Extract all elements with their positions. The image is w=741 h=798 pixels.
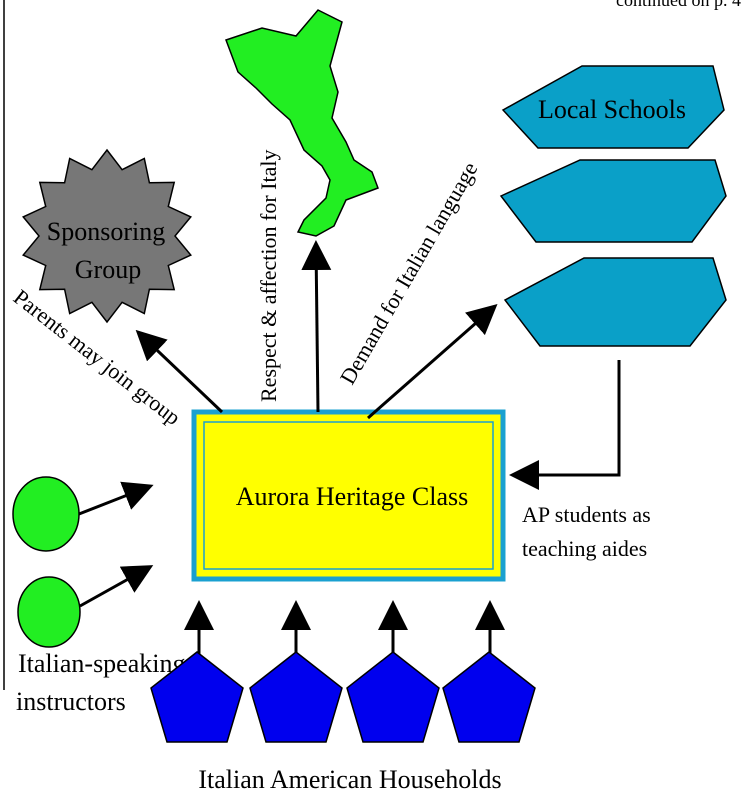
local-school-1 <box>501 65 725 149</box>
arrow-to-local-schools <box>367 304 498 420</box>
label-ap-students-2: teaching aides <box>522 536 647 561</box>
label-respect-affection-italy: Respect & affection for Italy <box>256 150 281 403</box>
center-box-label: Aurora Heritage Class <box>236 482 468 511</box>
arrow-ap-students <box>509 360 621 490</box>
household-1 <box>150 651 244 743</box>
sponsoring-group-star <box>22 148 192 324</box>
sponsoring-group-label-1: Sponsoring <box>47 217 165 246</box>
household-3 <box>346 651 440 743</box>
households-label: Italian American Households <box>198 765 501 794</box>
local-school-2 <box>499 159 727 243</box>
instructors-label-2: instructors <box>16 687 126 716</box>
household-4 <box>442 651 536 743</box>
household-2 <box>249 651 343 743</box>
instructors-label-1: Italian-speaking <box>18 649 186 678</box>
arrow-to-sponsoring-group <box>135 329 224 414</box>
arrow-to-italy <box>301 240 332 413</box>
local-school-3 <box>503 257 727 347</box>
instructor-circle-1 <box>12 476 80 552</box>
italy-map-shape <box>225 9 379 237</box>
arrow-instructor-1 <box>78 481 154 516</box>
center-box-outer <box>191 409 506 582</box>
local-schools-label: Local Schools <box>538 95 686 124</box>
sponsoring-group-label-2: Group <box>75 255 141 284</box>
continued-note: continued on p. 4 <box>616 0 741 10</box>
arrow-instructor-2 <box>79 565 154 608</box>
label-ap-students-1: AP students as <box>522 502 651 527</box>
center-box-inner <box>203 421 494 570</box>
instructor-circle-2 <box>17 576 81 648</box>
